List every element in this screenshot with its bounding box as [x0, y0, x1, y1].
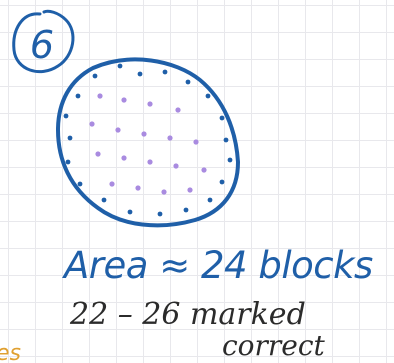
- range-text-line-1: 22 – 26 marked: [69, 297, 306, 332]
- outline-dot: [183, 207, 189, 213]
- interior-dot: [147, 159, 153, 165]
- interior-dot: [141, 131, 147, 137]
- interior-dot: [193, 139, 199, 145]
- interior-dot: [135, 185, 141, 191]
- interior-dot: [173, 163, 179, 169]
- outline-dot: [205, 93, 211, 99]
- outline-dot: [77, 181, 83, 187]
- outline-dot: [207, 197, 213, 203]
- outline-dot: [75, 93, 81, 99]
- outline-dot: [67, 135, 73, 141]
- outline-dot: [92, 73, 98, 79]
- irregular-shape-outline: [56, 57, 240, 228]
- outline-dot: [65, 159, 71, 165]
- outline-dot: [63, 113, 69, 119]
- question-number-marker: 6: [12, 9, 75, 74]
- outline-dot: [157, 211, 163, 217]
- interior-dot: [115, 127, 121, 133]
- interior-dot: [201, 167, 207, 173]
- interior-dot: [175, 107, 181, 113]
- interior-dot: [95, 151, 101, 157]
- outline-dot: [227, 157, 233, 163]
- interior-dot: [187, 187, 193, 193]
- outline-dot: [185, 79, 191, 85]
- interior-dot: [121, 97, 127, 103]
- outline-dot: [117, 63, 123, 69]
- area-estimate-text: Area ≈ 24 blocks: [62, 244, 373, 287]
- interior-dot: [161, 189, 167, 195]
- outline-dot: [162, 69, 168, 75]
- outline-dot: [219, 115, 225, 121]
- question-number: 6: [30, 23, 54, 67]
- interior-dot: [97, 93, 103, 99]
- interior-dot: [121, 155, 127, 161]
- range-text-line-2: correct: [222, 329, 326, 362]
- interior-dot: [167, 135, 173, 141]
- circled-number-icon: [12, 9, 75, 74]
- interior-dot: [89, 121, 95, 127]
- outline-dot: [101, 197, 107, 203]
- interior-dot: [109, 181, 115, 187]
- outline-dot: [219, 179, 225, 185]
- interior-dot: [147, 101, 153, 107]
- shape-dots: [63, 63, 233, 217]
- corner-text-fragment: es: [0, 341, 21, 363]
- outline-dot: [127, 209, 133, 215]
- outline-dot: [223, 137, 229, 143]
- outline-dot: [137, 71, 143, 77]
